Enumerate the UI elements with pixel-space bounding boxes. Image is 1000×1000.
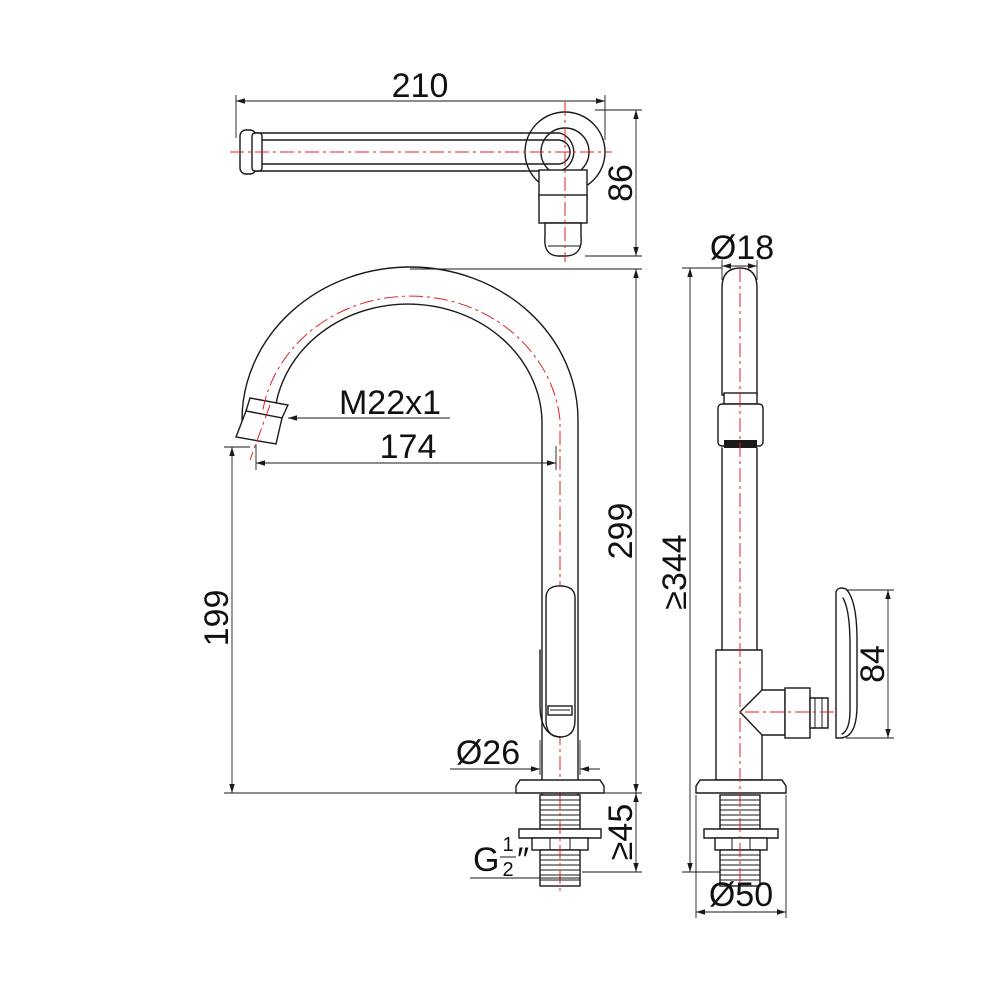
dim-shank-length: ≥45 [582,793,642,873]
thread-fraction-num: 1 [502,834,513,856]
top-view [230,102,612,262]
thread-inch-mark: ″ [517,841,529,879]
dim-handle-height: 84 [846,589,894,739]
dim-body-diameter: Ø26 [450,734,600,775]
dim-base-diameter: Ø50 [695,795,787,918]
thread-prefix: G [473,841,499,879]
dim-thread-outlet: M22x1 [288,384,450,422]
dim-label-50: Ø50 [709,876,773,914]
dim-label-199: 199 [198,590,236,647]
thread-fraction-den: 2 [502,859,513,881]
dim-label-299: 299 [602,503,640,560]
dim-spout-reach: 174 [255,428,557,470]
dim-label-210: 210 [392,67,449,105]
dim-pipe-diameter: Ø18 [710,229,774,280]
front-view [235,266,605,892]
side-view [695,267,858,892]
dim-label-86: 86 [602,164,640,202]
dim-label-45: ≥45 [602,804,640,860]
dim-connection-thread: G 1 2 ″ [470,834,580,881]
dim-label-18: Ø18 [710,229,774,267]
dim-spout-height: 199 [198,446,516,794]
dim-label-26: Ø26 [456,734,520,772]
dim-top-width: 210 [235,67,606,140]
dim-label-84: 84 [854,645,892,683]
dim-overall-height: 299 [410,268,642,794]
dim-label-174: 174 [380,428,437,466]
dim-label-344: ≥344 [656,534,694,609]
dim-top-depth: 86 [585,109,642,257]
dim-min-height: ≥344 [656,267,722,873]
dim-label-m22x1: M22x1 [339,384,441,422]
